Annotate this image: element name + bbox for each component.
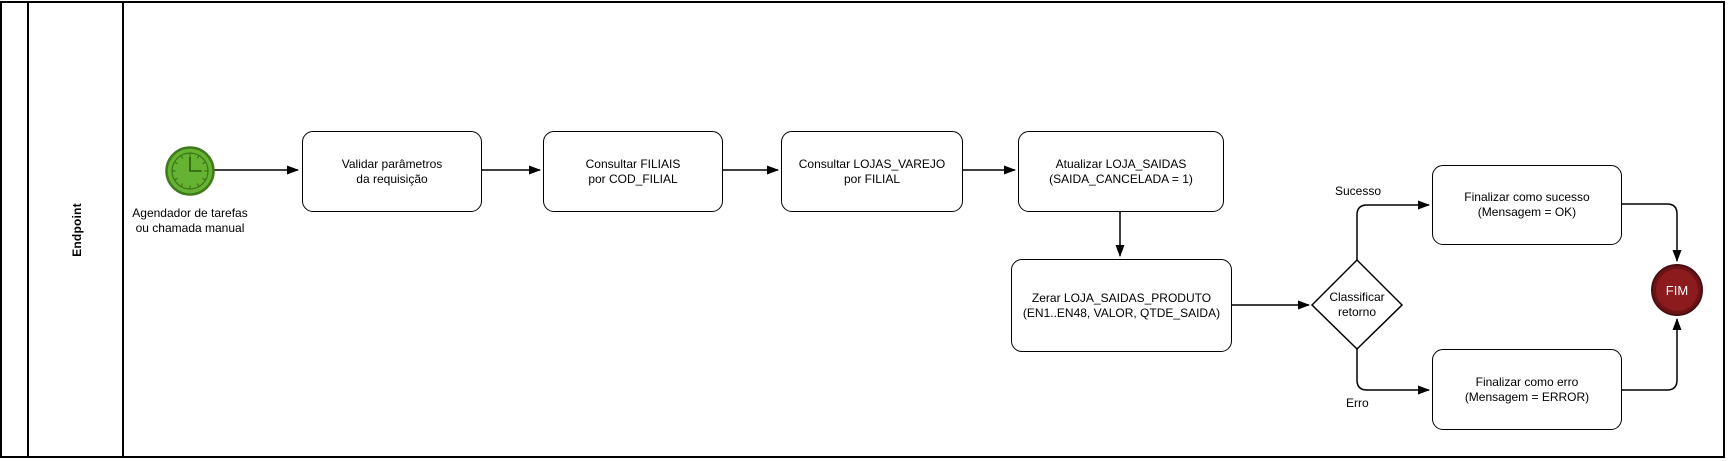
task-label-line: Zerar LOJA_SAIDAS_PRODUTO [1031, 290, 1212, 305]
task-validar-parametros[interactable]: Validar parâmetros da requisição [302, 131, 482, 212]
clock-timer-icon[interactable] [165, 146, 215, 196]
task-consultar-filiais[interactable]: Consultar FILIAIS por COD_FILIAL [543, 131, 723, 212]
task-label-line: (Mensagem = OK) [1477, 205, 1577, 219]
task-label-line: Finalizar como sucesso [1464, 190, 1590, 204]
task-label-line: Consultar FILIAIS [585, 156, 681, 171]
lane-title-divider [122, 3, 124, 456]
task-label-line: Finalizar como erro [1475, 374, 1579, 389]
pool-title-divider [27, 3, 29, 456]
task-finalizar-sucesso[interactable]: Finalizar como sucesso (Mensagem = OK) [1432, 165, 1622, 245]
task-label-line: da requisição [356, 171, 428, 186]
gateway-label-line: retorno [1337, 305, 1377, 319]
start-event-label: Agendador de tarefas ou chamada manual [105, 206, 275, 236]
task-consultar-lojas-varejo[interactable]: Consultar LOJAS_VAREJO por FILIAL [781, 131, 963, 212]
gateway-label-line: Classificar [1329, 290, 1385, 304]
task-finalizar-erro[interactable]: Finalizar como erro (Mensagem = ERROR) [1432, 349, 1622, 430]
task-label-line: Validar parâmetros [341, 156, 443, 171]
edge-label-erro: Erro [1344, 396, 1371, 410]
task-label-line: por FILIAL [843, 171, 900, 186]
start-event-label-line: Agendador de tarefas [132, 206, 248, 220]
connector-gateway-sucesso [1356, 200, 1430, 260]
start-event-label-line: ou chamada manual [135, 221, 245, 235]
end-event-label: FIM [1665, 282, 1689, 298]
task-atualizar-loja-saidas[interactable]: Atualizar LOJA_SAIDAS (SAIDA_CANCELADA =… [1018, 131, 1224, 212]
connector-sucesso-to-fim [1620, 203, 1682, 262]
edge-label-sucesso: Sucesso [1333, 184, 1384, 198]
task-label-line: (EN1..EN48, VALOR, QTDE_SAIDA) [1022, 305, 1221, 320]
connector-erro-to-fim [1620, 318, 1682, 391]
task-label-line: (Mensagem = ERROR) [1464, 389, 1590, 404]
end-event-fim[interactable]: FIM [1651, 264, 1703, 316]
gateway-label: Classificar retorno [1312, 290, 1402, 320]
gateway-classificar-retorno[interactable] [1310, 258, 1404, 351]
task-label-line: Atualizar LOJA_SAIDAS [1055, 156, 1187, 171]
connector-gateway-erro [1356, 349, 1430, 395]
task-label-line: (SAIDA_CANCELADA = 1) [1049, 171, 1193, 186]
task-zerar-loja-saidas-produto[interactable]: Zerar LOJA_SAIDAS_PRODUTO (EN1..EN48, VA… [1011, 259, 1232, 352]
task-label-line: por COD_FILIAL [588, 171, 678, 186]
task-label-line: Consultar LOJAS_VAREJO [798, 156, 946, 171]
